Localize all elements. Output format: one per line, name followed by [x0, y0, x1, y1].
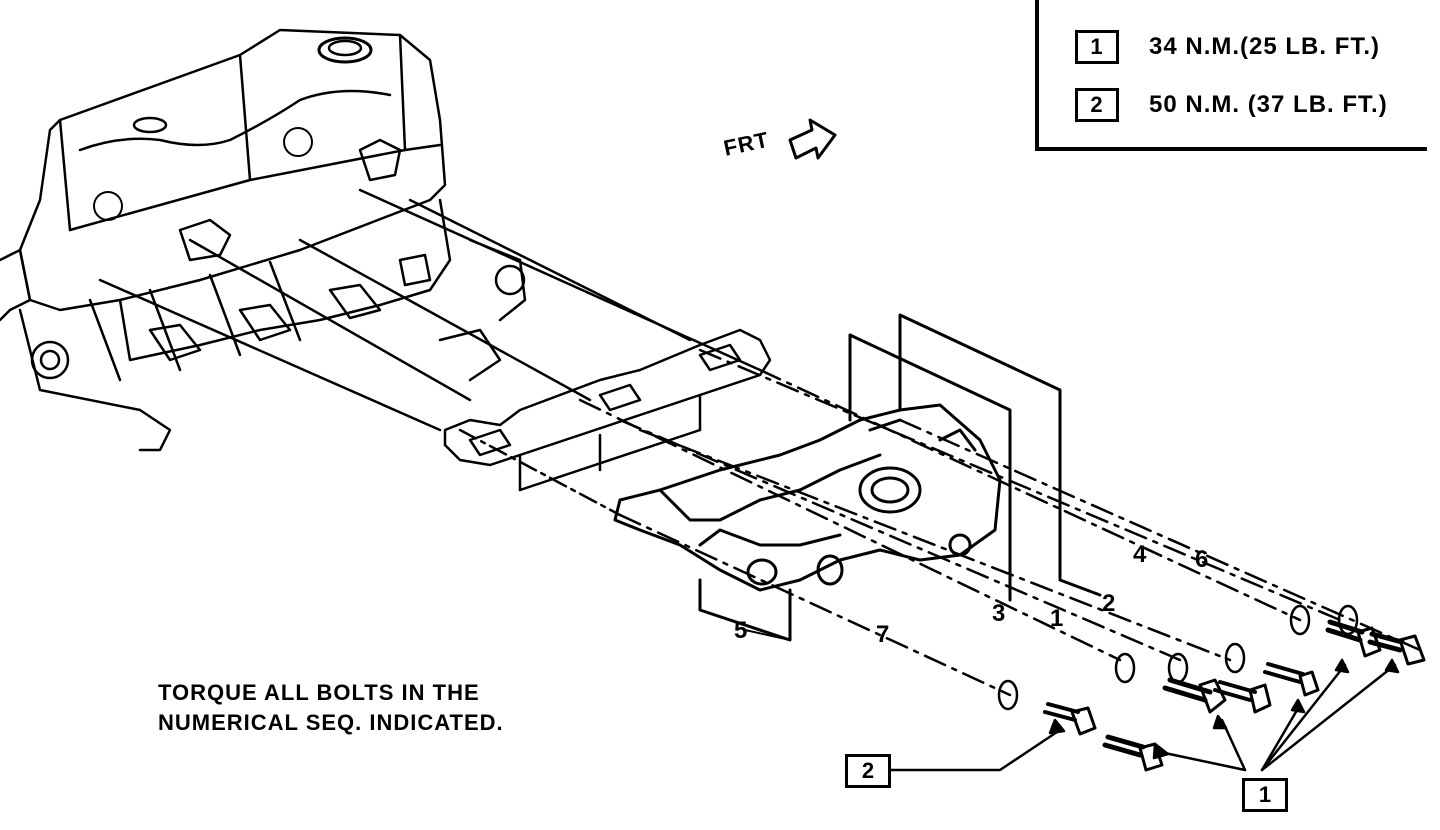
- sequence-number-2: 2: [1102, 590, 1116, 617]
- sequence-number-5: 5: [734, 617, 748, 644]
- sequence-number-1: 1: [1050, 605, 1064, 632]
- legend-row-1: 1 34 N.M.(25 LB. FT.): [1075, 30, 1380, 64]
- torque-legend: 1 34 N.M.(25 LB. FT.) 2 50 N.M. (37 LB. …: [1035, 0, 1427, 151]
- alignment-lines: [98, 188, 1422, 697]
- front-arrow-icon: [788, 118, 837, 160]
- callout-torque-1: 1: [1242, 778, 1288, 812]
- legend-key-2: 2: [1075, 88, 1119, 122]
- washers: [997, 604, 1359, 711]
- legend-row-2: 2 50 N.M. (37 LB. FT.): [1075, 88, 1388, 122]
- legend-key-1: 1: [1075, 30, 1119, 64]
- legend-text-2: 50 N.M. (37 LB. FT.): [1149, 91, 1388, 118]
- bolts: [1043, 619, 1426, 772]
- sequence-number-3: 3: [992, 600, 1006, 627]
- note-line-2: NUMERICAL SEQ. INDICATED.: [158, 710, 504, 735]
- sequence-number-7: 7: [876, 621, 890, 648]
- exhaust-manifold-drawing: [613, 313, 1102, 642]
- note-line-1: TORQUE ALL BOLTS IN THE: [158, 680, 480, 705]
- callout-torque-2: 2: [845, 754, 891, 788]
- torque-instruction-note: TORQUE ALL BOLTS IN THE NUMERICAL SEQ. I…: [158, 678, 504, 738]
- leader-lines: [888, 658, 1400, 772]
- legend-text-1: 34 N.M.(25 LB. FT.): [1149, 33, 1381, 60]
- sequence-number-6: 6: [1195, 546, 1209, 573]
- seq-bracket-5: [744, 629, 791, 641]
- engine-block-drawing: [0, 28, 527, 452]
- sequence-number-4: 4: [1133, 541, 1147, 568]
- manifold-gasket-drawing: [443, 328, 772, 492]
